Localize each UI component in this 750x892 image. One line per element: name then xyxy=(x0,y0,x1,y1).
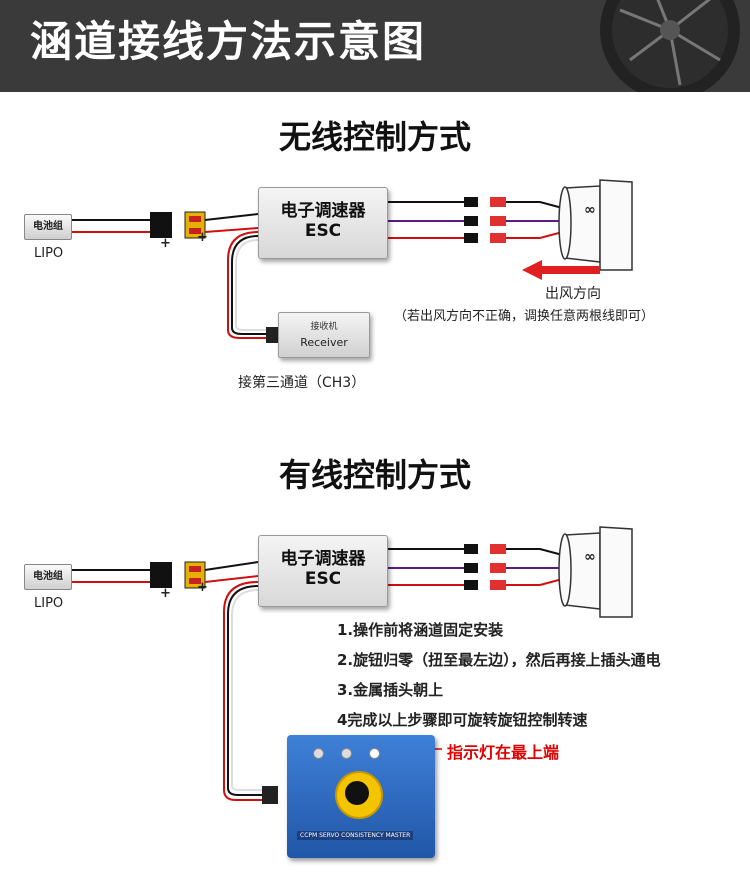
receiver-plug xyxy=(266,327,278,343)
wireless-section-title: 无线控制方式 xyxy=(278,118,471,156)
edf-motor xyxy=(558,179,633,271)
airflow-note: （若出风方向不正确，调换任意两根线即可） xyxy=(394,309,655,324)
indicator-led xyxy=(313,748,324,759)
plus-label-1: + xyxy=(160,236,171,251)
xt-connector-female xyxy=(150,562,172,588)
receiver-module: 接收机 Receiver xyxy=(278,312,370,358)
servo-tester: CCPM SERVO CONSISTENCY MASTER xyxy=(287,735,435,858)
receiver-name-cn: 接收机 xyxy=(310,322,338,332)
esc-name-cn: 电子调速器 xyxy=(280,201,366,221)
tester-plug xyxy=(262,786,278,804)
esc-black-wire xyxy=(204,213,259,221)
step-3: 3.金属插头朝上 xyxy=(337,681,444,699)
step-1: 1.操作前将涵道固定安装 xyxy=(337,621,504,639)
lipo-label: LIPO xyxy=(34,596,64,611)
receiver-lead-white xyxy=(235,239,272,331)
plus-label-2: + xyxy=(197,580,208,595)
step-4: 4完成以上步骤即可旋转旋钮控制转速 xyxy=(337,711,588,729)
battery-pack: 电池组 xyxy=(24,214,72,240)
page-title: 涵道接线方法示意图 xyxy=(30,17,427,66)
receiver-lead-black xyxy=(231,235,272,335)
tester-label: CCPM SERVO CONSISTENCY MASTER xyxy=(297,831,414,840)
receiver-lead-red xyxy=(227,231,272,339)
tester-lead-white xyxy=(231,589,262,791)
esc-name-en: ESC xyxy=(304,569,342,589)
battery-pack: 电池组 xyxy=(24,564,72,590)
indicator-note: 指示灯在最上端 xyxy=(447,743,560,762)
wired-section-title: 有线控制方式 xyxy=(278,456,471,494)
edf-motor xyxy=(558,526,633,618)
esc-module: 电子调速器 ESC xyxy=(258,187,388,259)
channel-note: 接第三通道（CH3） xyxy=(238,375,366,391)
svg-text:∞: ∞ xyxy=(584,202,596,218)
header-banner: 涵道接线方法示意图 xyxy=(0,0,750,92)
step-2: 2.旋钮归零（扭至最左边），然后再接上插头通电 xyxy=(337,651,661,669)
knob-cap xyxy=(345,781,369,805)
wireless-wiring-diagram: ∞ xyxy=(71,179,633,343)
bullet-connectors xyxy=(464,197,506,243)
plus-label-1: + xyxy=(160,586,171,601)
esc-red-wire xyxy=(204,227,259,233)
plus-label-2: + xyxy=(197,230,208,245)
esc-name-en: ESC xyxy=(304,221,342,241)
indicator-led xyxy=(341,748,352,759)
esc-module: 电子调速器 ESC xyxy=(258,535,388,607)
bullet-connectors xyxy=(464,544,506,590)
tester-lead-red xyxy=(223,581,262,801)
tester-lead-black xyxy=(227,585,262,796)
indicator-led xyxy=(369,748,380,759)
receiver-name-en: Receiver xyxy=(300,336,348,349)
xt-connector-female xyxy=(150,212,172,238)
airflow-label: 出风方向 xyxy=(545,286,601,302)
lipo-label: LIPO xyxy=(34,246,64,261)
svg-text:∞: ∞ xyxy=(584,549,596,565)
fan-icon xyxy=(600,0,740,92)
esc-name-cn: 电子调速器 xyxy=(280,549,366,569)
airflow-arrow-icon xyxy=(522,260,600,280)
instruction-steps: 1.操作前将涵道固定安装 2.旋钮归零（扭至最左边），然后再接上插头通电 3.金… xyxy=(337,620,661,740)
